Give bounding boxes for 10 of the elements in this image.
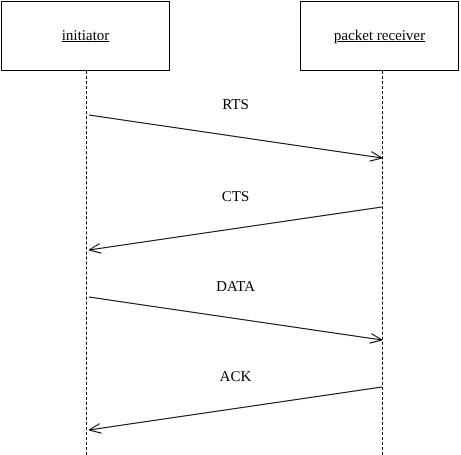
message-arrow [88,114,382,162]
participant-name: initiator [62,28,110,44]
lifeline [86,71,88,455]
message-arrow [88,386,382,434]
lifeline-head-box [1,1,170,71]
lifeline-head-box [300,1,459,71]
participant-name: packet receiver [334,28,426,44]
message-arrow [88,296,382,344]
message-arrow [88,206,382,254]
lifeline [382,71,384,455]
